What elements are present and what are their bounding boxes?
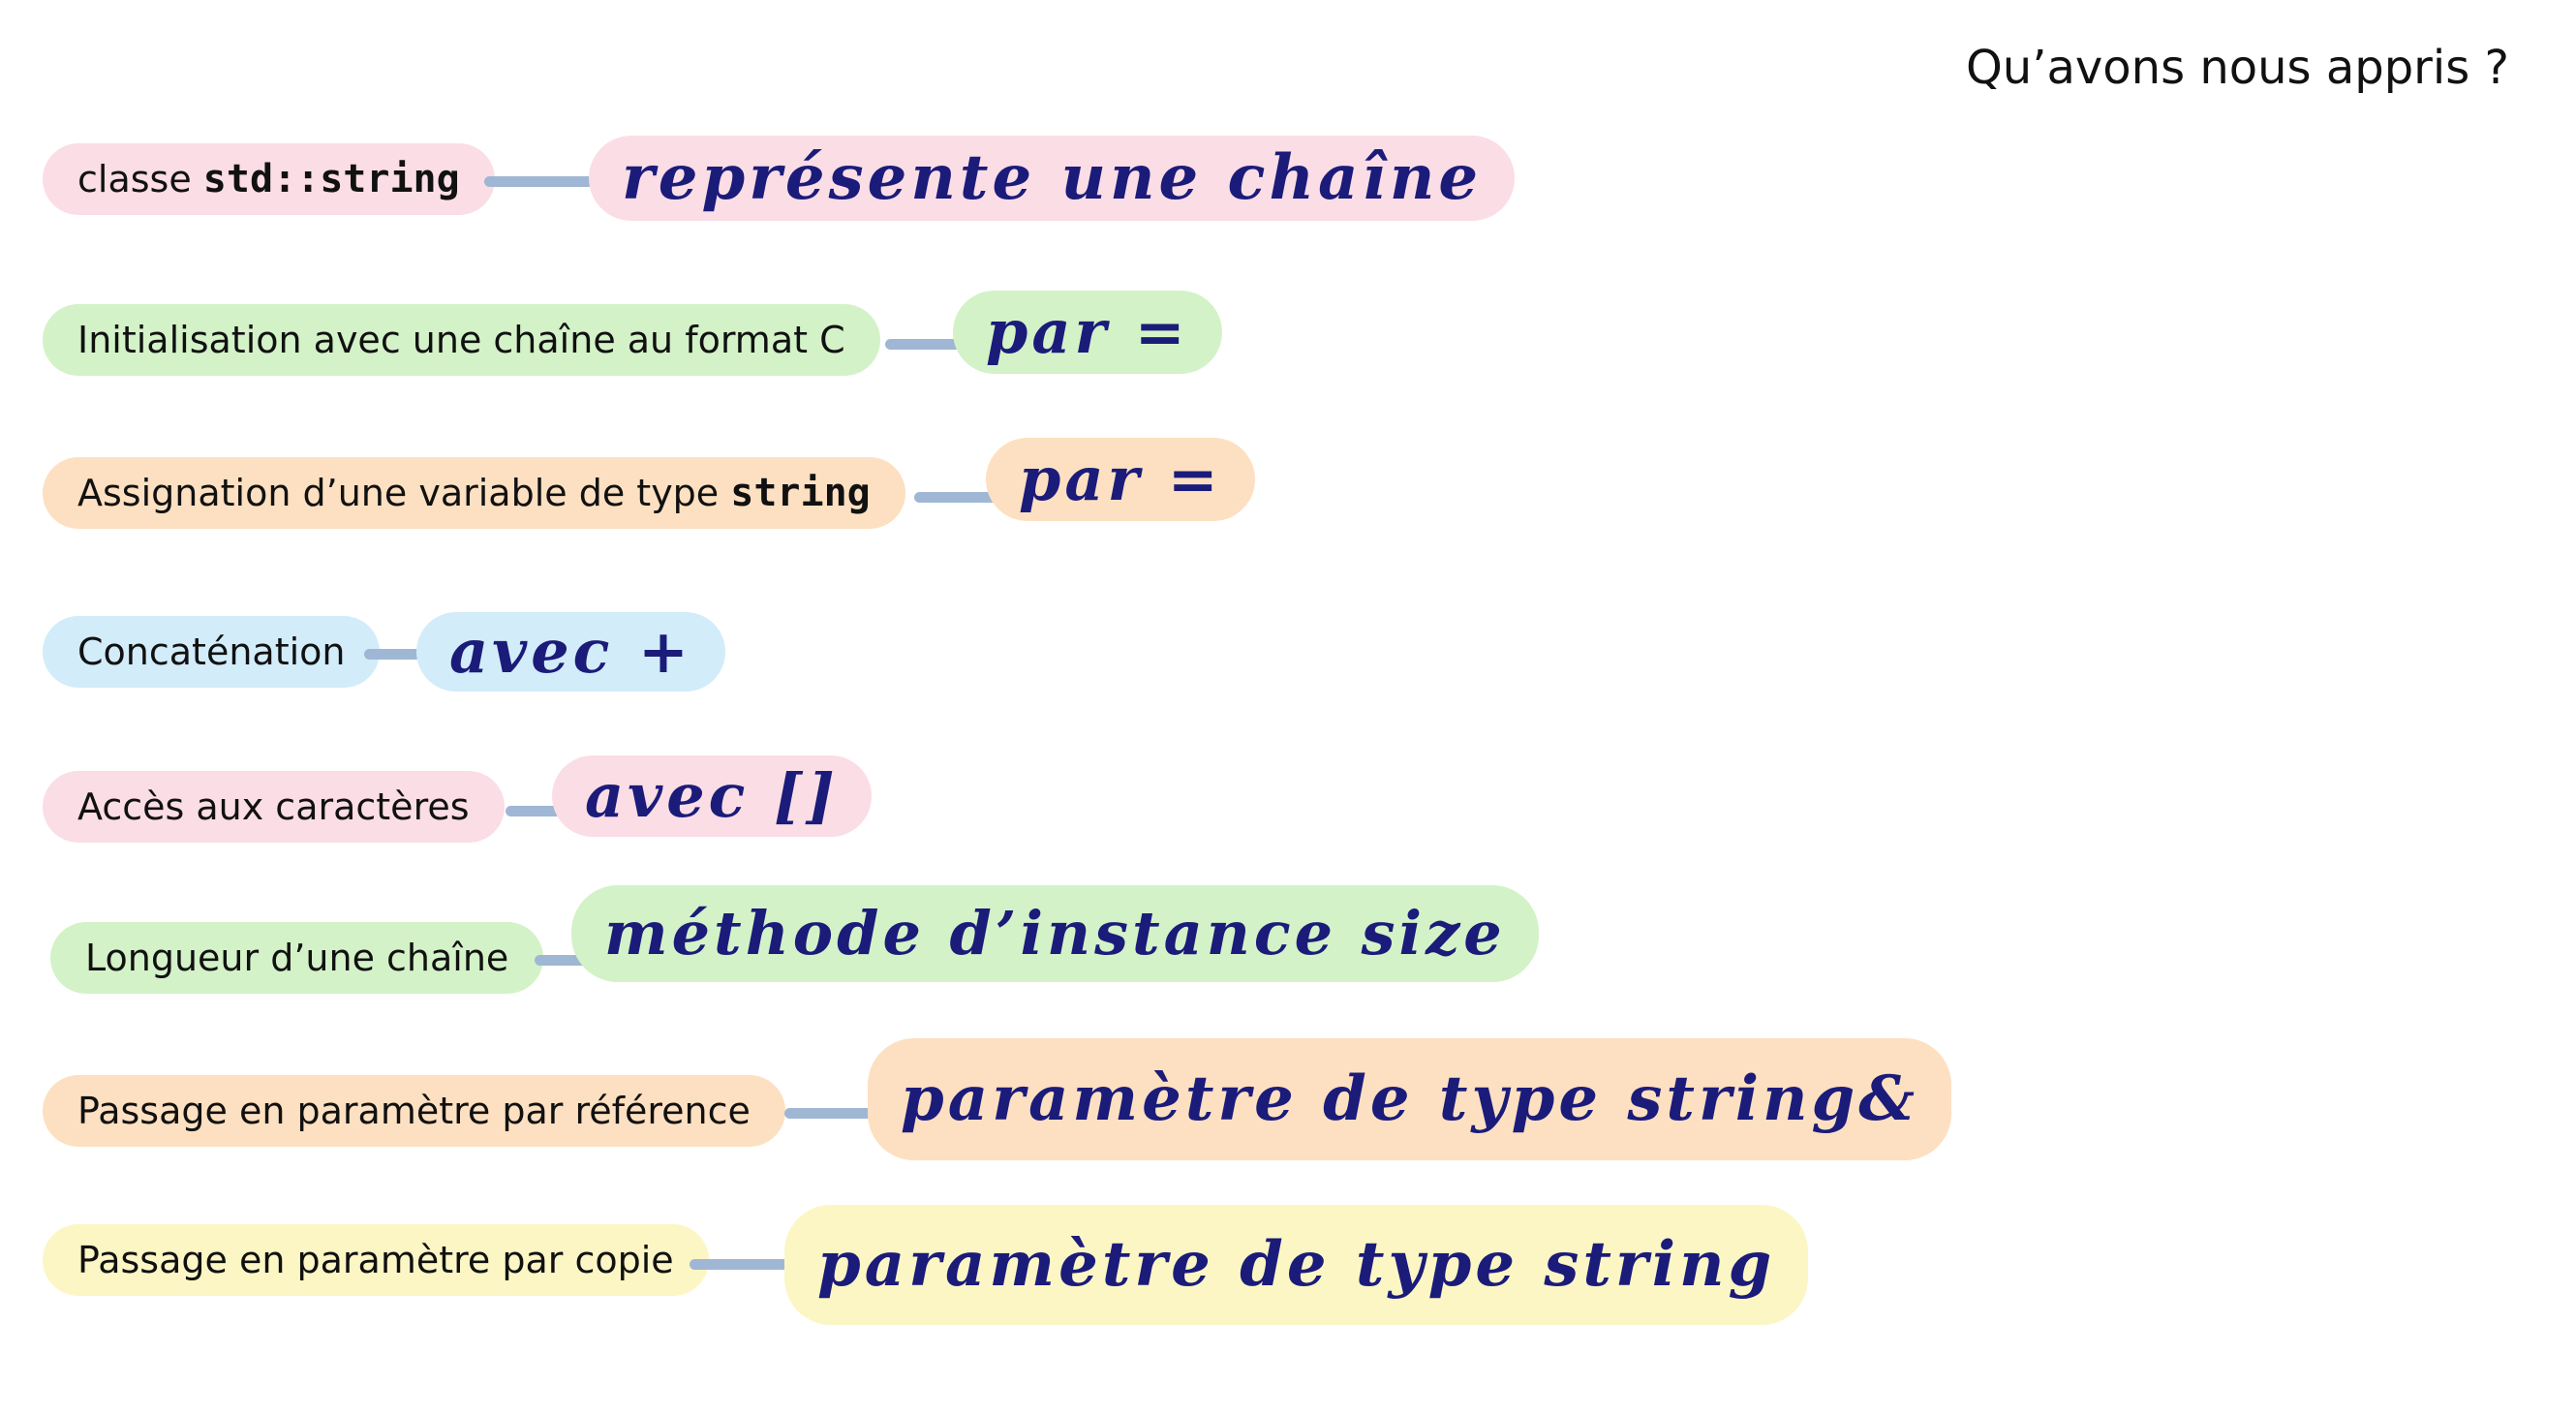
concept-label-code: std::string bbox=[202, 157, 460, 201]
handwritten-answer: représente une chaîne bbox=[589, 136, 1516, 221]
connector-line bbox=[784, 1108, 899, 1119]
connector-line bbox=[914, 492, 1011, 503]
summary-row: Initialisation avec une chaîne au format… bbox=[0, 291, 2576, 407]
handwritten-answer: avec + bbox=[416, 612, 725, 692]
summary-row: Accès aux caractères avec [] bbox=[0, 755, 2576, 872]
concept-label: Accès aux caractères bbox=[43, 771, 505, 843]
connector-line bbox=[364, 649, 430, 660]
concept-label-text: Assignation d’une variable de type bbox=[77, 472, 731, 514]
concept-label: Initialisation avec une chaîne au format… bbox=[43, 304, 880, 376]
handwritten-answer: par = bbox=[953, 291, 1222, 374]
connector-line bbox=[535, 955, 589, 966]
handwritten-answer: paramètre de type string& bbox=[868, 1038, 1952, 1160]
connector-line bbox=[690, 1259, 802, 1270]
handwritten-answer: avec [] bbox=[552, 755, 872, 837]
summary-row: Longueur d’une chaîne méthode d’instance… bbox=[0, 885, 2576, 1001]
summary-row: Assignation d’une variable de type strin… bbox=[0, 438, 2576, 554]
summary-row: classe std::string représente une chaîne bbox=[0, 136, 2576, 252]
summary-row: Passage en paramètre par copie paramètre… bbox=[0, 1205, 2576, 1325]
concept-label: Concaténation bbox=[43, 616, 381, 688]
handwritten-answer: paramètre de type string bbox=[784, 1205, 1809, 1325]
connector-line bbox=[484, 176, 600, 187]
connector-line bbox=[506, 806, 564, 816]
page-title: Qu’avons nous appris ? bbox=[1966, 41, 2509, 95]
concept-label-text: classe bbox=[77, 158, 203, 200]
summary-row: Concaténation avec + bbox=[0, 612, 2576, 728]
concept-label-code: string bbox=[730, 471, 871, 515]
concept-label: Passage en paramètre par copie bbox=[43, 1224, 709, 1296]
connector-line bbox=[885, 339, 972, 350]
concept-label: Passage en paramètre par référence bbox=[43, 1075, 785, 1147]
concept-label: classe std::string bbox=[43, 143, 495, 215]
handwritten-answer: méthode d’instance size bbox=[571, 885, 1539, 982]
summary-row: Passage en paramètre par référence param… bbox=[0, 1038, 2576, 1160]
concept-label: Longueur d’une chaîne bbox=[50, 922, 544, 994]
handwritten-answer: par = bbox=[986, 438, 1255, 521]
concept-label: Assignation d’une variable de type strin… bbox=[43, 457, 905, 529]
